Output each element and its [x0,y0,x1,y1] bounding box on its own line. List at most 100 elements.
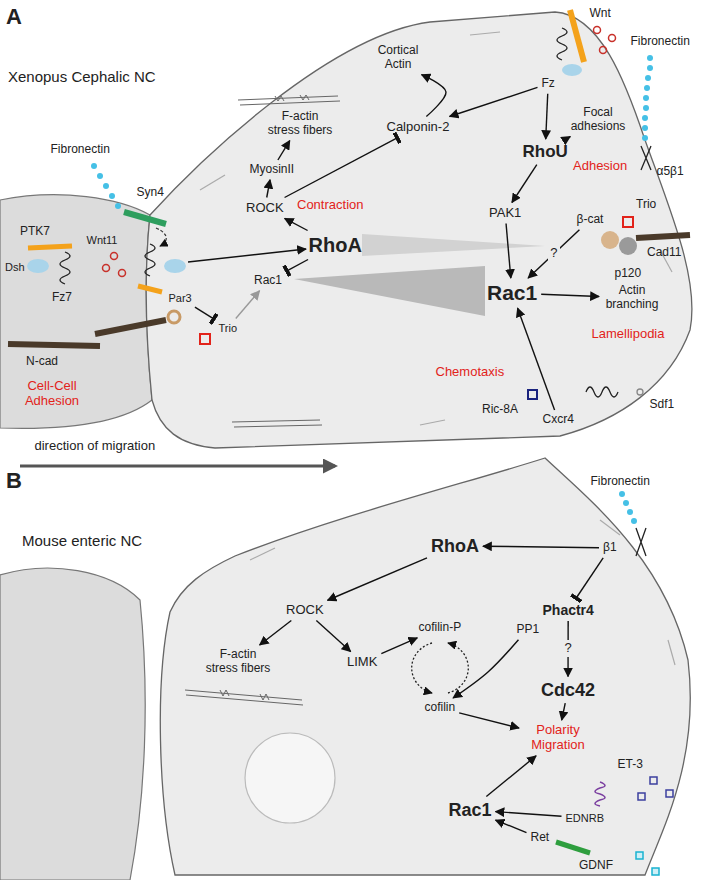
pathway-arrow [541,294,599,296]
annotation-label: B [4,467,24,494]
pathway-arrow [486,756,536,797]
molecule-node: EDNRB [564,811,607,826]
node-text: cofilin [425,701,456,715]
ednrb-ret-part [595,782,605,806]
molecule-node: Rac1 [447,799,494,822]
pathway-arrow [506,223,511,278]
annotation-label: Wnt11 [85,233,120,248]
node-text: EDNRB [566,812,605,825]
annotation-label: p120 [613,266,644,282]
node-text: F-actin stress fibers [266,110,334,138]
annotation-label: Fibronectin [589,474,652,490]
cofilin-cycle [412,643,469,693]
ednrb-ret-part [652,868,659,875]
node-text: Trio [219,322,238,335]
edge-label: ? [563,640,574,657]
node-text: cofilin-P [419,621,462,635]
cadherin-complex-part [623,217,633,227]
wnt-receptors-part [27,259,49,273]
pathway-arrow [422,75,446,117]
annotation-label: A [4,3,24,30]
pathway-arrow [483,546,599,548]
annotation-label: Adhesion [571,158,629,175]
node-text: Focal adhesions [569,106,627,134]
molecule-node: Ret [529,830,552,846]
node-text: Actin branching [603,284,661,312]
annotation-label: Trio [634,197,658,213]
pathway-arrow [236,291,260,319]
wnt-receptors [27,212,306,292]
annotation-label: direction of migration [33,438,158,455]
integrin-part [636,528,646,556]
stress-fibers-part [232,420,320,422]
node-text: RhoU [523,142,568,162]
fz-receptor-part [562,64,582,76]
cadherin-complex-part [636,235,690,238]
node-text: Cdc42 [541,680,595,701]
pathway-arrow [195,307,215,319]
chemokine-receptor-part [637,389,643,395]
molecule-node: Calponin-2 [385,119,452,136]
pathway-arrow [316,620,350,651]
wnt-receptors-part [188,249,306,262]
wnt-receptors-part [111,253,118,260]
pathway-arrow [528,230,579,278]
node-text: ROCK [246,201,284,216]
molecule-node: RhoU [521,141,570,163]
molecule-node: Actin branching [601,283,663,313]
pathway-arrow [267,180,270,198]
ednrb-ret-part [556,842,590,853]
node-text: Par3 [169,292,192,305]
signal-wedge-part [362,234,545,256]
fz-receptor-part [557,28,567,60]
node-text: Cortical Actin [376,44,420,72]
fibronectin-chain-part [115,203,121,209]
pathway-arrow [328,558,427,600]
node-text: Calponin-2 [387,120,450,135]
cell-outline-part [160,458,690,875]
molecule-node: F-actin stress fibers [264,109,336,139]
stress-fibers-part [220,690,269,700]
fibronectin-chain-part [627,509,633,515]
molecule-node: ROCK [244,200,286,217]
cadherin-complex-part [619,237,637,255]
pathway-arrow [260,620,292,645]
fibronectin-chain-part [97,173,103,179]
node-text: Cxcr4 [543,413,574,427]
fibronectin-chain-part [647,55,653,61]
molecule-node: F-actin stress fibers [202,647,274,677]
node-text: PP1 [517,623,540,637]
wnt-receptors-part [28,246,72,248]
chemokine-receptor [528,387,643,399]
fibronectin-chain-part [642,125,648,131]
molecule-node: β1 [601,540,619,556]
pathway-arrow [278,141,290,160]
pathway-arrow [566,137,570,139]
molecule-node: PAK1 [487,205,523,222]
annotation-label: Wnt [588,6,613,22]
n-cadherin-part [200,334,210,344]
fibronectin-chain-part [103,183,109,189]
fibronectin-chain [91,55,653,524]
annotation-label: Ric-8A [480,402,520,418]
node-text: β-cat [577,213,604,227]
fz-receptor-part [600,47,607,54]
migration-arrow-part [20,465,335,468]
signal-wedge-part [294,266,485,316]
stress-fibers-part [185,690,302,700]
pathway-arrow [285,218,308,230]
ednrb-ret-part [638,793,645,800]
stress-fibers-part [238,96,338,100]
wnt-receptors-part [60,252,70,284]
molecule-node: PP1 [515,622,542,638]
molecule-node: Trio [217,321,240,336]
pathway-arrow [285,137,399,197]
cofilin-cycle-part [448,643,468,693]
edge-label: ? [548,245,559,262]
n-cadherin [8,311,210,346]
stress-fibers-part [234,425,322,427]
cortical-actin-part [200,175,225,190]
annotation-label: PTK7 [18,224,52,240]
molecule-node: Cxcr4 [541,412,576,428]
